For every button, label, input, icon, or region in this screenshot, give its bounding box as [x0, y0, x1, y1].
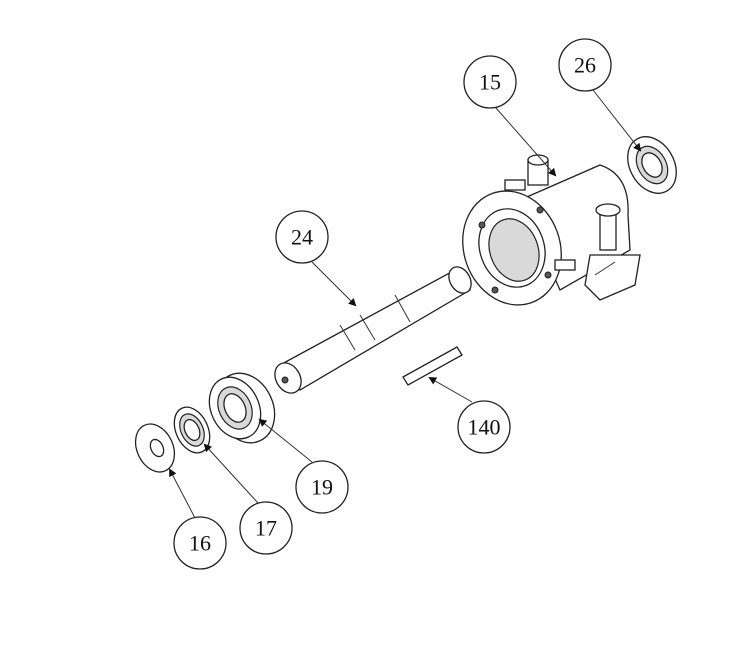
- leader-140: [428, 377, 473, 403]
- leader-24: [311, 261, 357, 307]
- shaft-part: [274, 266, 472, 394]
- callout-140: 140: [457, 400, 511, 454]
- key-part: [402, 346, 463, 386]
- svg-text:26: 26: [574, 53, 596, 78]
- callout-15: 15: [463, 55, 517, 109]
- svg-text:15: 15: [479, 70, 501, 95]
- svg-text:140: 140: [468, 415, 501, 440]
- bearing-part: [208, 372, 276, 444]
- callout-26: 26: [558, 38, 612, 92]
- svg-text:16: 16: [189, 531, 211, 556]
- leader-19: [258, 418, 313, 463]
- callout-19: 19: [295, 460, 349, 514]
- callout-24: 24: [275, 210, 329, 264]
- svg-text:19: 19: [311, 475, 333, 500]
- svg-text:24: 24: [291, 225, 313, 250]
- leader-15: [495, 107, 557, 177]
- leader-26: [592, 89, 642, 152]
- leader-17: [203, 443, 259, 504]
- svg-text:17: 17: [255, 516, 277, 541]
- washer-part: [134, 423, 176, 473]
- callout-16: 16: [173, 516, 227, 570]
- housing-part: [462, 154, 641, 306]
- callout-17: 17: [239, 501, 293, 555]
- seal-right-part: [627, 136, 677, 194]
- seal-left-part: [173, 406, 211, 454]
- leader-16: [169, 468, 196, 519]
